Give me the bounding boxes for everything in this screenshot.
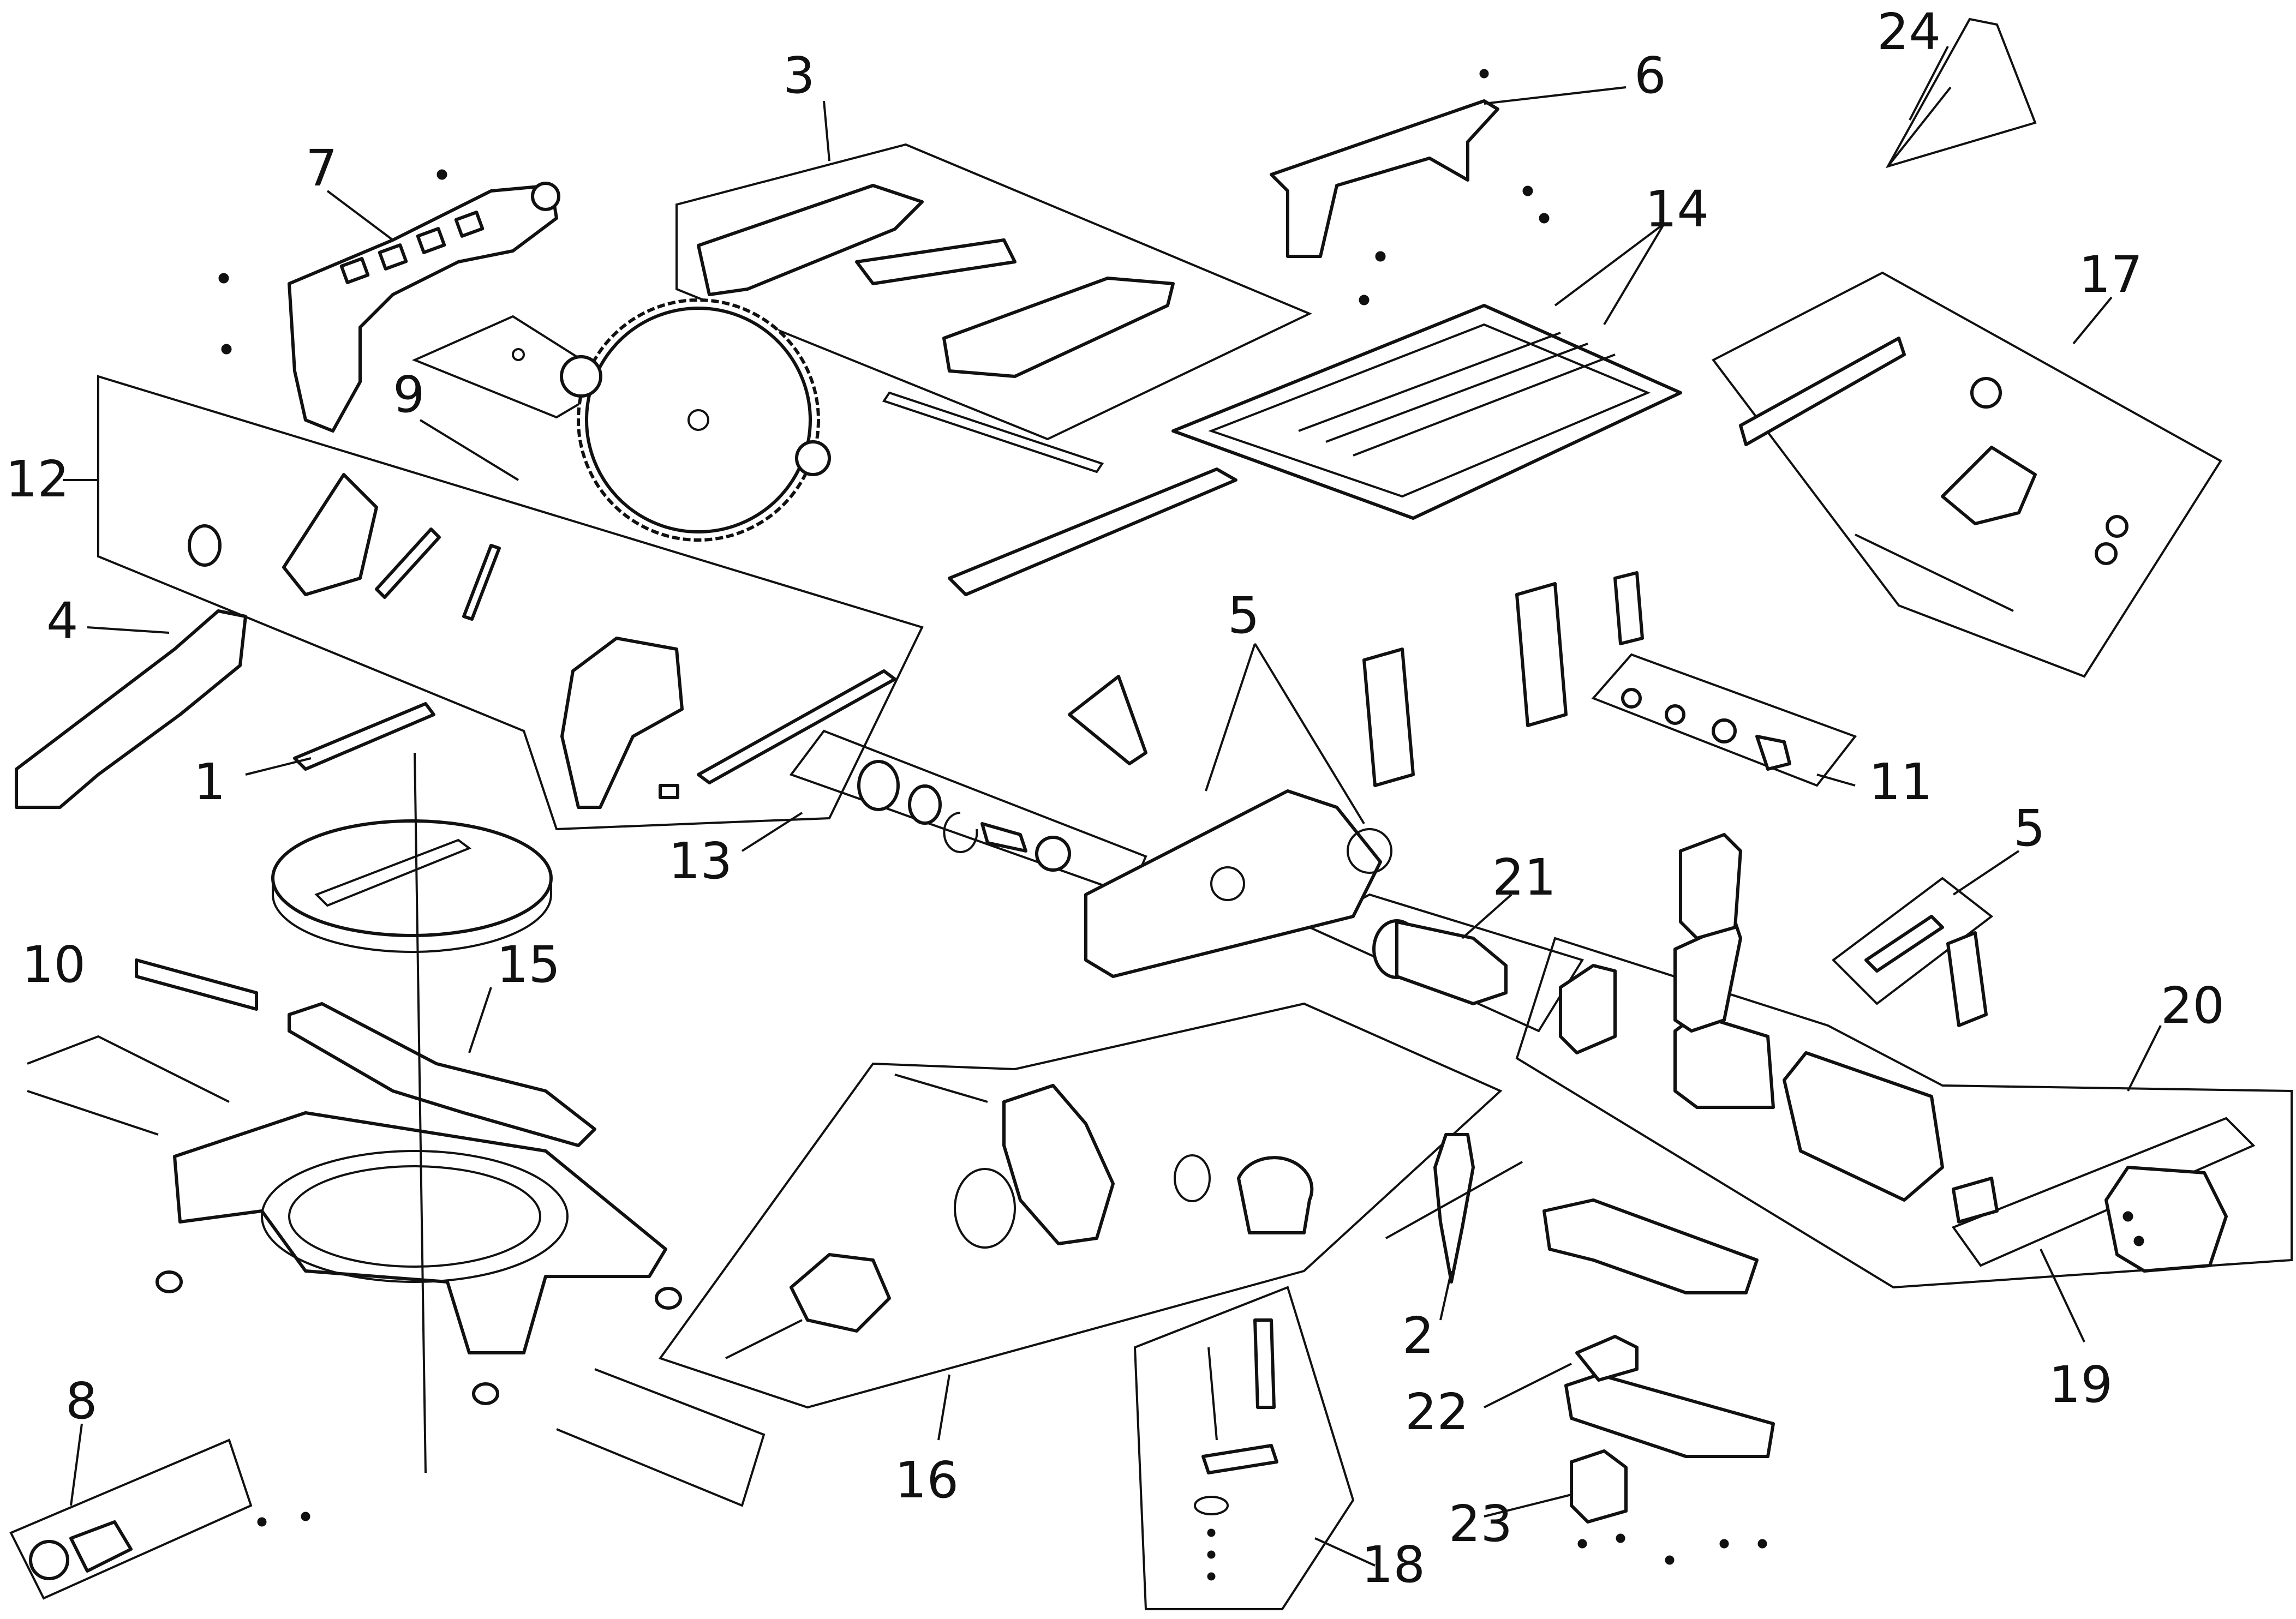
part-link — [1864, 915, 1944, 973]
part-wedge — [1887, 86, 1952, 167]
callout-6: 6 — [1634, 46, 1666, 105]
part-lower-guard-set — [188, 473, 896, 809]
callout-15: 15 — [497, 936, 560, 994]
part-top-rail — [1270, 99, 1499, 258]
callout-21: 21 — [1492, 848, 1556, 907]
part-brush-holder — [1952, 1177, 1999, 1224]
part-foot-3 — [472, 1382, 499, 1405]
group-outline-24 — [1885, 17, 2037, 169]
callout-14: 14 — [1645, 180, 1709, 238]
part-lock-knob — [29, 1520, 133, 1580]
callout-7: 7 — [306, 139, 338, 197]
part-shaft-set — [1621, 688, 1791, 771]
group-outline-3 — [675, 143, 1312, 441]
part-switch-box — [1570, 1449, 1628, 1524]
part-support-arm — [15, 609, 247, 809]
leader-lines — [63, 46, 2162, 1567]
part-handle — [1542, 1198, 1775, 1458]
callout-5-right: 5 — [2013, 799, 2046, 858]
callout-20: 20 — [2161, 976, 2225, 1035]
part-motor-stator — [1559, 964, 1944, 1202]
part-gear-cover-set — [725, 1074, 1314, 1359]
part-slide-rail — [135, 958, 258, 1011]
callout-13: 13 — [668, 832, 732, 890]
part-column-3 — [1613, 571, 1644, 645]
part-bevel-scale — [288, 1002, 596, 1147]
part-table-extension — [948, 467, 1237, 596]
part-armature — [1372, 919, 1508, 1005]
part-rip-fence-assembly — [1739, 337, 2128, 612]
part-saw-blade — [577, 298, 820, 542]
part-bracket — [1068, 675, 1147, 765]
part-foot-2 — [655, 1287, 682, 1310]
callout-22: 22 — [1405, 1383, 1469, 1441]
callout-8: 8 — [65, 1372, 98, 1430]
callout-23: 23 — [1449, 1495, 1512, 1553]
part-center-axis — [414, 752, 427, 1473]
part-clamp-plate — [293, 702, 435, 771]
group-outline-19 — [1951, 1117, 2256, 1267]
part-extension-rod-bottom — [556, 1368, 766, 1507]
part-blade-flange-inner — [560, 355, 602, 398]
callout-10: 10 — [22, 936, 86, 994]
part-turntable — [271, 819, 553, 953]
group-outline-5-small — [1831, 877, 1994, 1005]
callout-3: 3 — [783, 46, 815, 105]
part-base — [173, 1111, 667, 1354]
group-outline-20 — [1515, 937, 2293, 1289]
part-gear-housing — [1084, 789, 1392, 978]
part-motor-end-cap — [1673, 920, 1742, 1033]
callout-2: 2 — [1402, 1306, 1434, 1365]
part-column-1 — [1362, 647, 1415, 787]
group-outline-18 — [1133, 1286, 1355, 1610]
callout-17: 17 — [2079, 245, 2143, 304]
group-outline-8 — [9, 1438, 253, 1600]
callout-19: 19 — [2049, 1356, 2113, 1414]
callout-9: 9 — [393, 365, 425, 424]
group-outline-16 — [658, 1002, 1503, 1409]
callout-5-upper: 5 — [1228, 586, 1260, 645]
part-height-adjust — [1194, 1318, 1278, 1515]
part-riving-knife-guard — [697, 184, 1175, 473]
group-outline-11 — [1591, 653, 1857, 787]
part-upper-blade-guard — [288, 182, 560, 433]
callout-4: 4 — [46, 592, 79, 650]
callout-24: 24 — [1877, 3, 1941, 61]
part-fan — [1385, 1133, 1523, 1284]
callout-18: 18 — [1361, 1536, 1425, 1594]
group-outline-12 — [97, 375, 924, 831]
part-washer — [512, 348, 525, 361]
group-outline-13 — [789, 729, 1147, 896]
fasteners — [218, 69, 2144, 1581]
part-bearing-housing — [1679, 833, 1742, 940]
part-blade-flange-outer — [795, 440, 831, 476]
part-column-2 — [1515, 582, 1568, 727]
part-foot-1 — [156, 1270, 183, 1293]
part-cover-plate — [1946, 931, 1988, 1027]
part-table-top — [1171, 304, 1682, 520]
callout-11: 11 — [1869, 753, 1933, 811]
callout-1: 1 — [194, 753, 226, 811]
group-outline-17 — [1711, 271, 2222, 678]
callout-12: 12 — [5, 450, 69, 508]
callout-16: 16 — [895, 1451, 959, 1509]
part-extension-rod-left — [27, 1035, 230, 1136]
part-switch — [1575, 1335, 1639, 1382]
part-arbor-set — [857, 760, 1071, 872]
